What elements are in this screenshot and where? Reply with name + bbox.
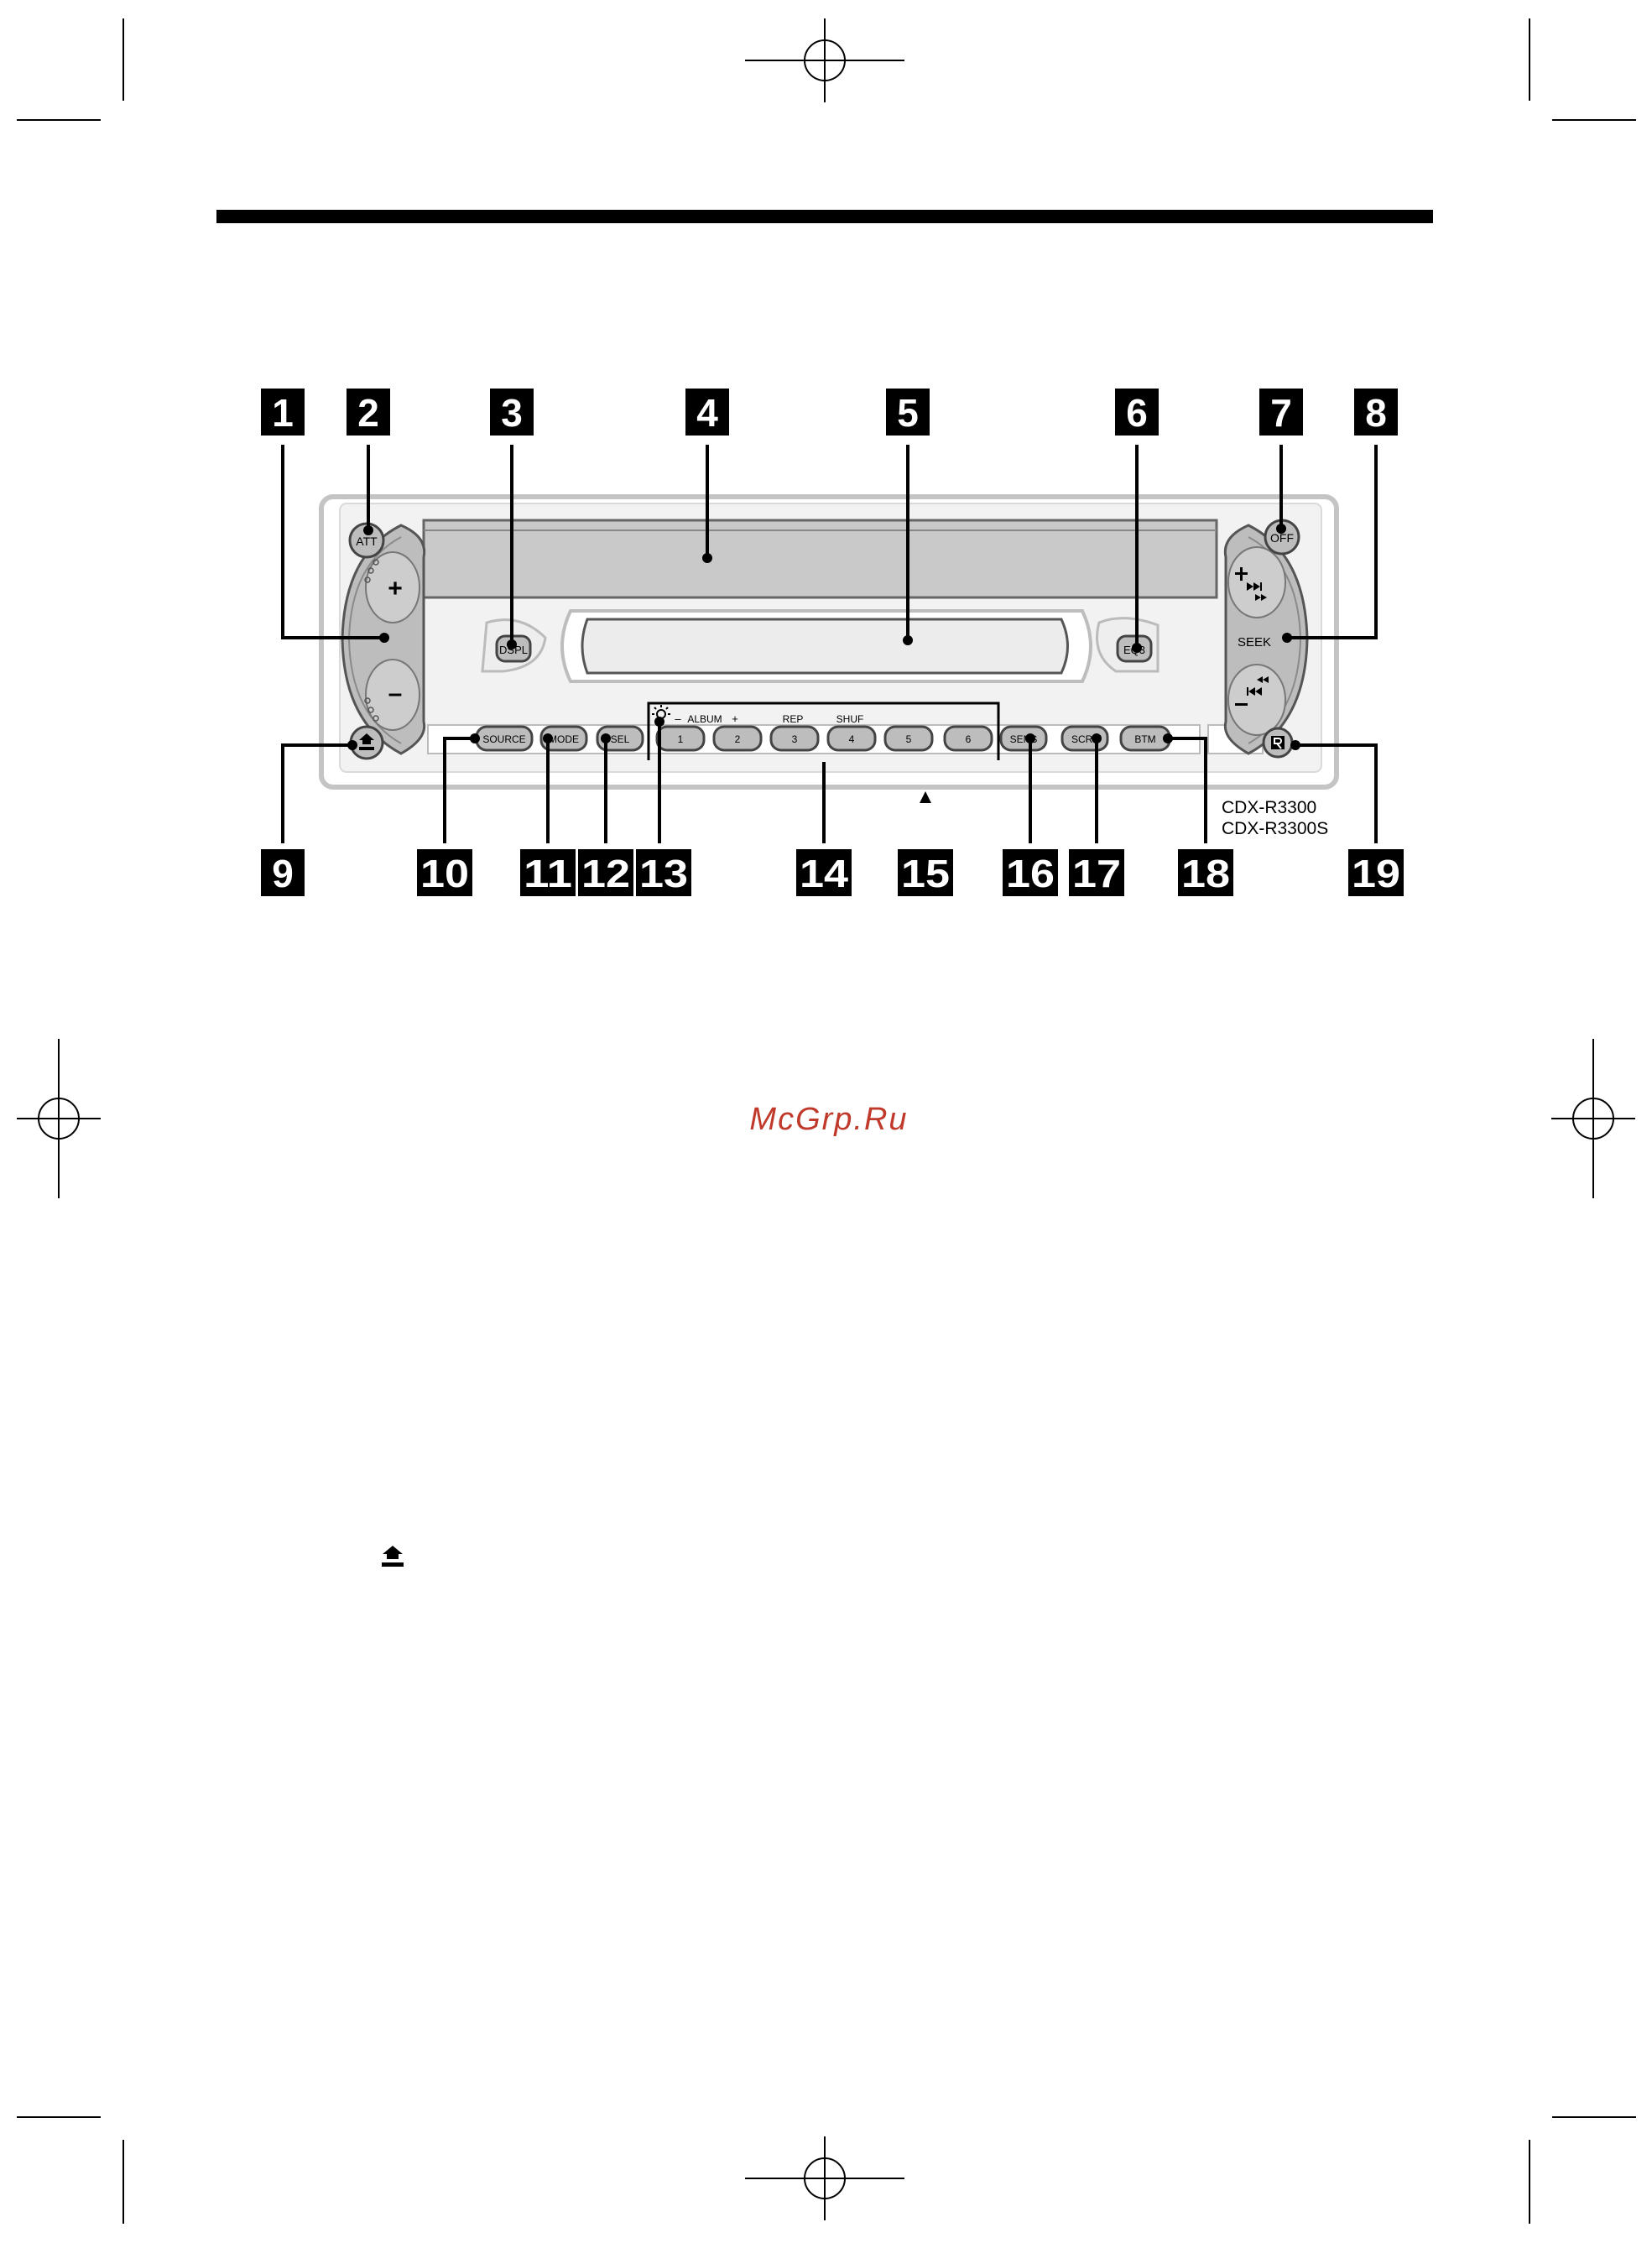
preset-label-5: 5: [906, 733, 912, 745]
rep-label: REP: [783, 713, 804, 725]
callout-8: 8: [1354, 389, 1398, 436]
callout-3: 3: [490, 389, 534, 436]
seek-label: SEEK: [1238, 635, 1271, 649]
album-label: ALBUM: [687, 713, 722, 725]
preset-button-1[interactable]: 1: [657, 727, 704, 750]
callout-6: 6: [1115, 389, 1159, 436]
preset-button-4[interactable]: 4: [828, 727, 875, 750]
callout-11: 11: [520, 849, 576, 896]
shuf-label: SHUF: [836, 713, 864, 725]
callout-17: 17: [1069, 849, 1124, 896]
callout-12: 12: [578, 849, 633, 896]
registration-mark-right: [1551, 1039, 1635, 1198]
callout-16: 16: [1003, 849, 1058, 896]
registration-mark-bottom: [745, 2136, 904, 2220]
svg-text:6: 6: [1126, 391, 1148, 435]
disc-slot: [424, 520, 1217, 597]
preset-label-1: 1: [678, 733, 684, 745]
svg-text:11: 11: [524, 852, 572, 895]
sens-button[interactable]: SENS: [1001, 727, 1046, 750]
callout-1: 1: [261, 389, 305, 436]
callout-9: 9: [261, 849, 305, 896]
arrow-up-icon: [920, 791, 931, 803]
callout-5: 5: [886, 389, 930, 436]
source-label: SOURCE: [482, 733, 525, 745]
svg-text:14: 14: [800, 852, 848, 895]
watermark: McGrp.Ru: [749, 1102, 908, 1137]
volume-plus-symbol: +: [388, 575, 403, 602]
source-button[interactable]: SOURCE: [477, 727, 532, 750]
svg-text:19: 19: [1352, 852, 1400, 895]
svg-text:16: 16: [1006, 852, 1055, 895]
header-rule: [216, 210, 1433, 223]
callout-13: 13: [636, 849, 691, 896]
callout-7: 7: [1259, 389, 1303, 436]
volume-minus-symbol: –: [388, 680, 403, 707]
registration-mark-left: [17, 1039, 101, 1198]
callout-10: 10: [417, 849, 472, 896]
callout-14: 14: [796, 849, 852, 896]
sel-label: SEL: [611, 733, 630, 745]
preset-label-2: 2: [735, 733, 741, 745]
model-name-2: CDX-R3300S: [1222, 819, 1328, 838]
preset-button-3[interactable]: 3: [771, 727, 818, 750]
preset-button-5[interactable]: 5: [885, 727, 932, 750]
svg-text:7: 7: [1270, 391, 1292, 435]
svg-text:8: 8: [1365, 391, 1387, 435]
svg-text:12: 12: [581, 852, 630, 895]
svg-text:1: 1: [272, 391, 294, 435]
svg-text:4: 4: [696, 391, 718, 435]
mode-label: MODE: [549, 733, 579, 745]
btm-button[interactable]: BTM: [1121, 727, 1170, 750]
display-window: [582, 619, 1068, 673]
svg-text:13: 13: [639, 852, 688, 895]
att-label: ATT: [356, 535, 378, 548]
preset-button-6[interactable]: 6: [945, 727, 992, 750]
callout-15: 15: [898, 849, 953, 896]
svg-text:18: 18: [1181, 852, 1230, 895]
btm-label: BTM: [1134, 733, 1155, 745]
svg-text:15: 15: [901, 852, 950, 895]
reset-button[interactable]: [1264, 728, 1292, 757]
svg-text:17: 17: [1072, 852, 1121, 895]
callout-19: 19: [1348, 849, 1404, 896]
svg-text:3: 3: [501, 391, 523, 435]
preset-label-6: 6: [966, 733, 972, 745]
model-name-1: CDX-R3300: [1222, 798, 1316, 817]
preset-button-2[interactable]: 2: [714, 727, 761, 750]
registration-mark-top: [745, 18, 904, 102]
preset-label-4: 4: [849, 733, 855, 745]
svg-text:5: 5: [897, 391, 919, 435]
callout-2: 2: [347, 389, 390, 436]
callout-4: 4: [685, 389, 729, 436]
svg-text:2: 2: [357, 391, 379, 435]
preset-plus-label: +: [732, 712, 738, 725]
preset-minus-label: –: [675, 712, 681, 725]
callout-18: 18: [1178, 849, 1233, 896]
release-icon: [382, 1546, 404, 1567]
svg-text:10: 10: [420, 852, 469, 895]
svg-text:9: 9: [272, 852, 294, 895]
preset-label-3: 3: [792, 733, 798, 745]
